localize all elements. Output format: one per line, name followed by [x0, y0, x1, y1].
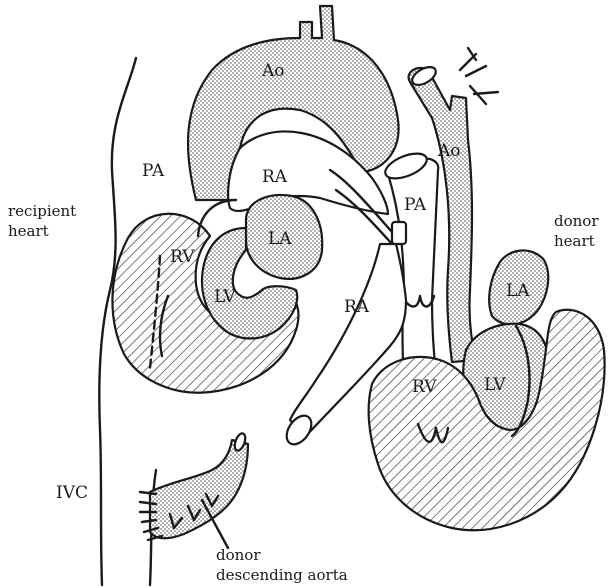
- recipient-ra-label: RA: [262, 167, 288, 187]
- donor-descending-aorta-label-line1: donor: [216, 546, 261, 564]
- donor-descending-aorta: [150, 440, 248, 538]
- donor-pa-label: PA: [404, 195, 427, 215]
- donor-ra-stub: [392, 222, 406, 244]
- recipient-pa-label: PA: [142, 161, 165, 181]
- donor-la-label: LA: [506, 281, 530, 301]
- donor-rv-label: RV: [412, 377, 437, 397]
- recipient-la-label: LA: [268, 229, 292, 249]
- recipient-rv-label: RV: [170, 247, 195, 267]
- recipient-ao-label: Ao: [261, 61, 285, 81]
- donor-heart-label-line1: donor: [554, 212, 599, 230]
- donor-heart-label-line2: heart: [554, 232, 595, 250]
- donor-ao-label: Ao: [437, 141, 461, 161]
- donor-aortic-branches: [460, 48, 498, 104]
- donor-descending-aorta-label-line2: descending aorta: [216, 566, 348, 584]
- ivc-label: IVC: [56, 483, 88, 503]
- donor-ra-label: RA: [344, 297, 370, 317]
- recipient-heart-label-line2: heart: [8, 222, 49, 240]
- donor-lv-label: LV: [484, 375, 506, 395]
- recipient-lv-label: LV: [214, 287, 236, 307]
- recipient-heart-label-line1: recipient: [8, 202, 76, 220]
